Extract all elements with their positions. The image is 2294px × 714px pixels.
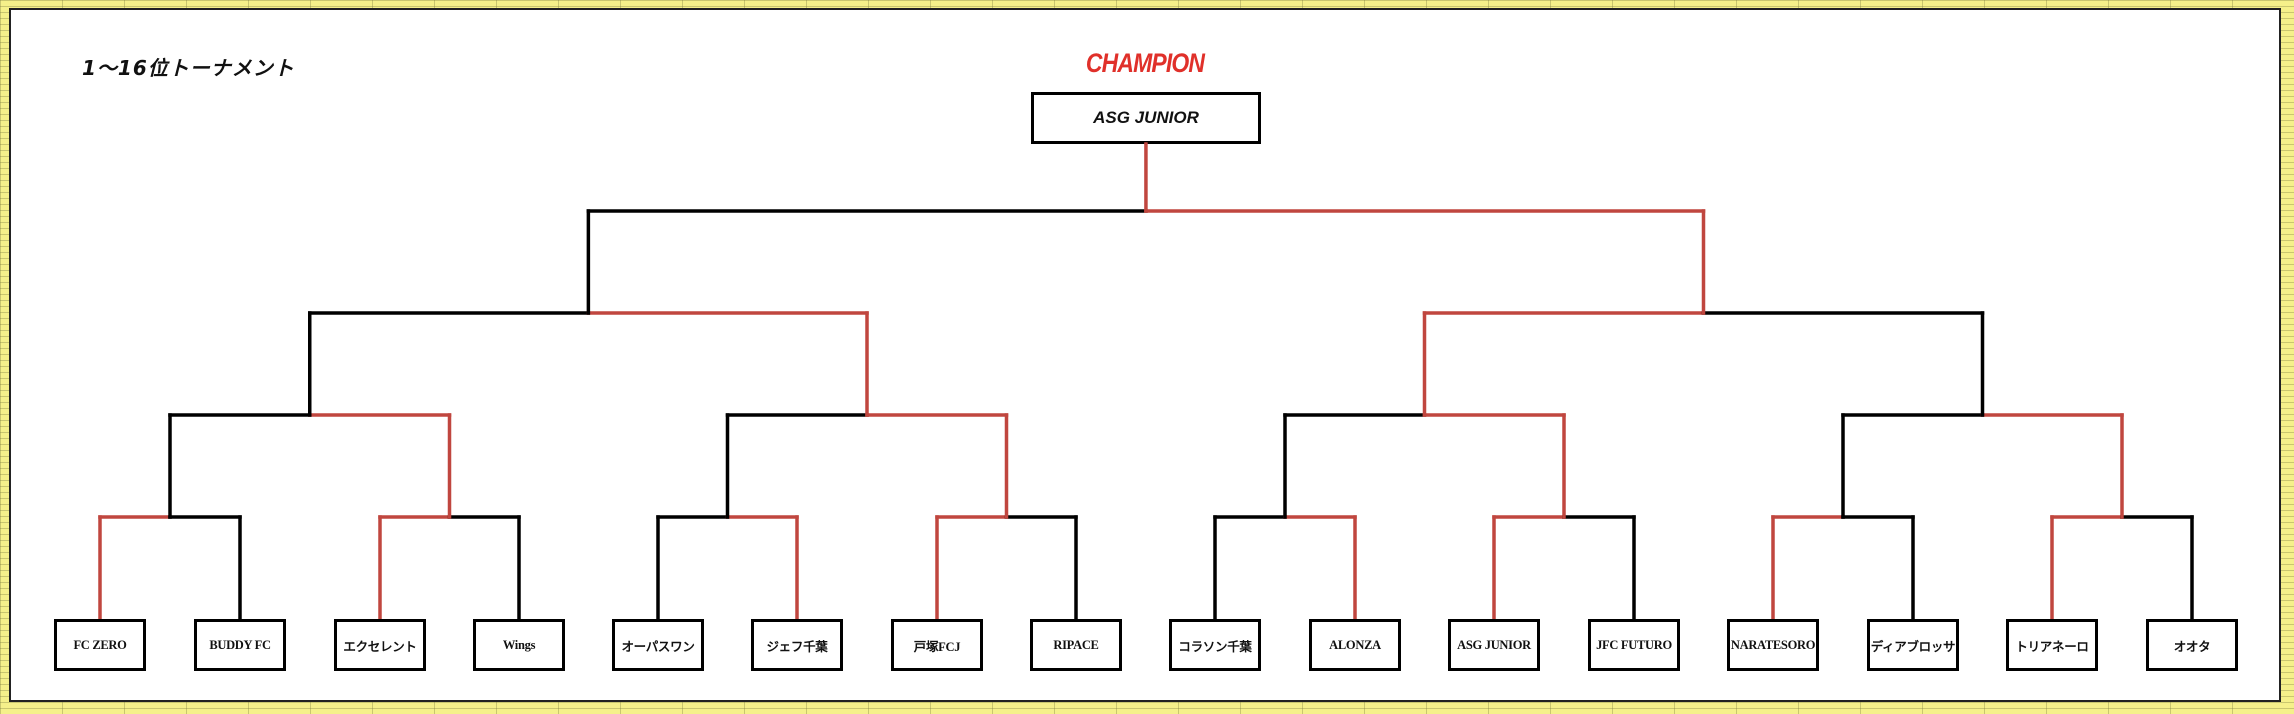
team-box: エクセレント [334,619,426,671]
team-box: BUDDY FC [194,619,286,671]
team-box: ディアブロッサ [1867,619,1959,671]
team-box: オオタ [2146,619,2238,671]
page-title: 1～16位トーナメント [82,56,295,80]
team-box: ALONZA [1309,619,1401,671]
team-box: JFC FUTURO [1588,619,1680,671]
team-box: トリアネーロ [2006,619,2098,671]
team-box: NARATESORO [1727,619,1819,671]
team-box: FC ZERO [54,619,146,671]
team-box: コラソン千葉 [1169,619,1261,671]
champion-box: ASG JUNIOR [1031,92,1261,144]
team-box: RIPACE [1030,619,1122,671]
team-box: Wings [473,619,565,671]
team-box: オーパスワン [612,619,704,671]
team-box: 戸塚FCJ [891,619,983,671]
team-box: ASG JUNIOR [1448,619,1540,671]
champion-label: CHAMPION [1085,48,1205,78]
team-box: ジェフ千葉 [751,619,843,671]
